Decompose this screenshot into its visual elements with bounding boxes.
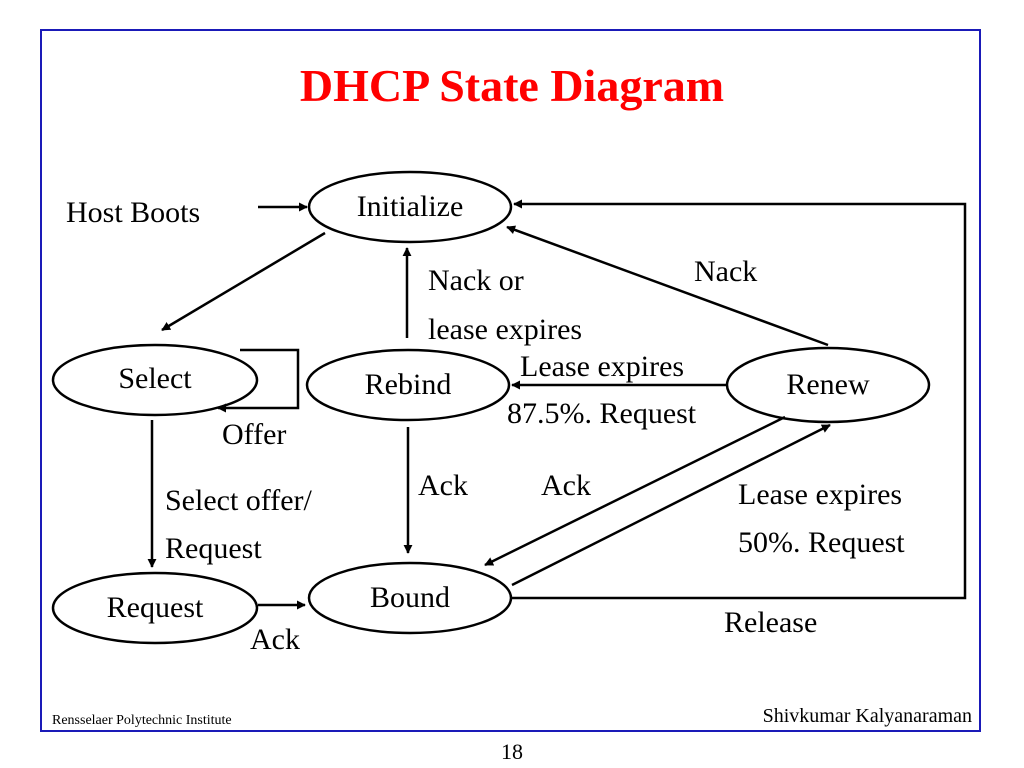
page-number: 18: [501, 739, 523, 764]
state-label-initialize: Initialize: [356, 190, 464, 223]
state-label-select: Select: [118, 362, 192, 395]
label-lease-expires-line: lease expires: [428, 313, 583, 346]
label-lease-expires-renew: Lease expires: [738, 478, 903, 511]
state-bound: [307, 561, 513, 635]
slide-frame: [40, 29, 981, 732]
arrow-renew-to-initialize: [506, 225, 829, 347]
state-initialize: [307, 170, 513, 244]
state-label-request: Request: [106, 591, 204, 624]
state-label-rebind: Rebind: [364, 368, 452, 401]
label-ack-rebind: Ack: [418, 469, 468, 502]
state-select: [51, 343, 259, 417]
state-label-bound: Bound: [369, 581, 450, 614]
label-ack-renew: Ack: [541, 469, 591, 502]
arrow-bound-to-renew: [511, 423, 831, 587]
label-50-request: 50%. Request: [738, 526, 905, 559]
label-release: Release: [724, 606, 818, 639]
arrow-initialize-to-select: [161, 231, 326, 332]
footer-author: Shivkumar Kalyanaraman: [762, 705, 972, 727]
state-label-renew: Renew: [786, 368, 870, 401]
label-request-line: Request: [165, 532, 262, 565]
arrow-select-offer-loop: [217, 348, 300, 413]
state-request: [51, 571, 259, 645]
arrow-renew-to-bound-ack: [484, 415, 786, 567]
slide-title: DHCP State Diagram: [299, 60, 725, 111]
label-nack-or: Nack or: [428, 264, 524, 297]
arrow-bound-release: [512, 199, 967, 600]
label-87-5-request: 87.5%. Request: [507, 397, 697, 430]
label-select-offer: Select offer/: [165, 484, 312, 517]
label-host-boots: Host Boots: [66, 196, 201, 229]
label-nack: Nack: [694, 255, 758, 288]
label-ack-request: Ack: [250, 623, 300, 656]
label-lease-expires-rebind: Lease expires: [520, 350, 685, 383]
label-offer: Offer: [222, 418, 287, 451]
footer-institution: Rensselaer Polytechnic Institute: [52, 713, 232, 728]
state-rebind: [305, 348, 511, 422]
